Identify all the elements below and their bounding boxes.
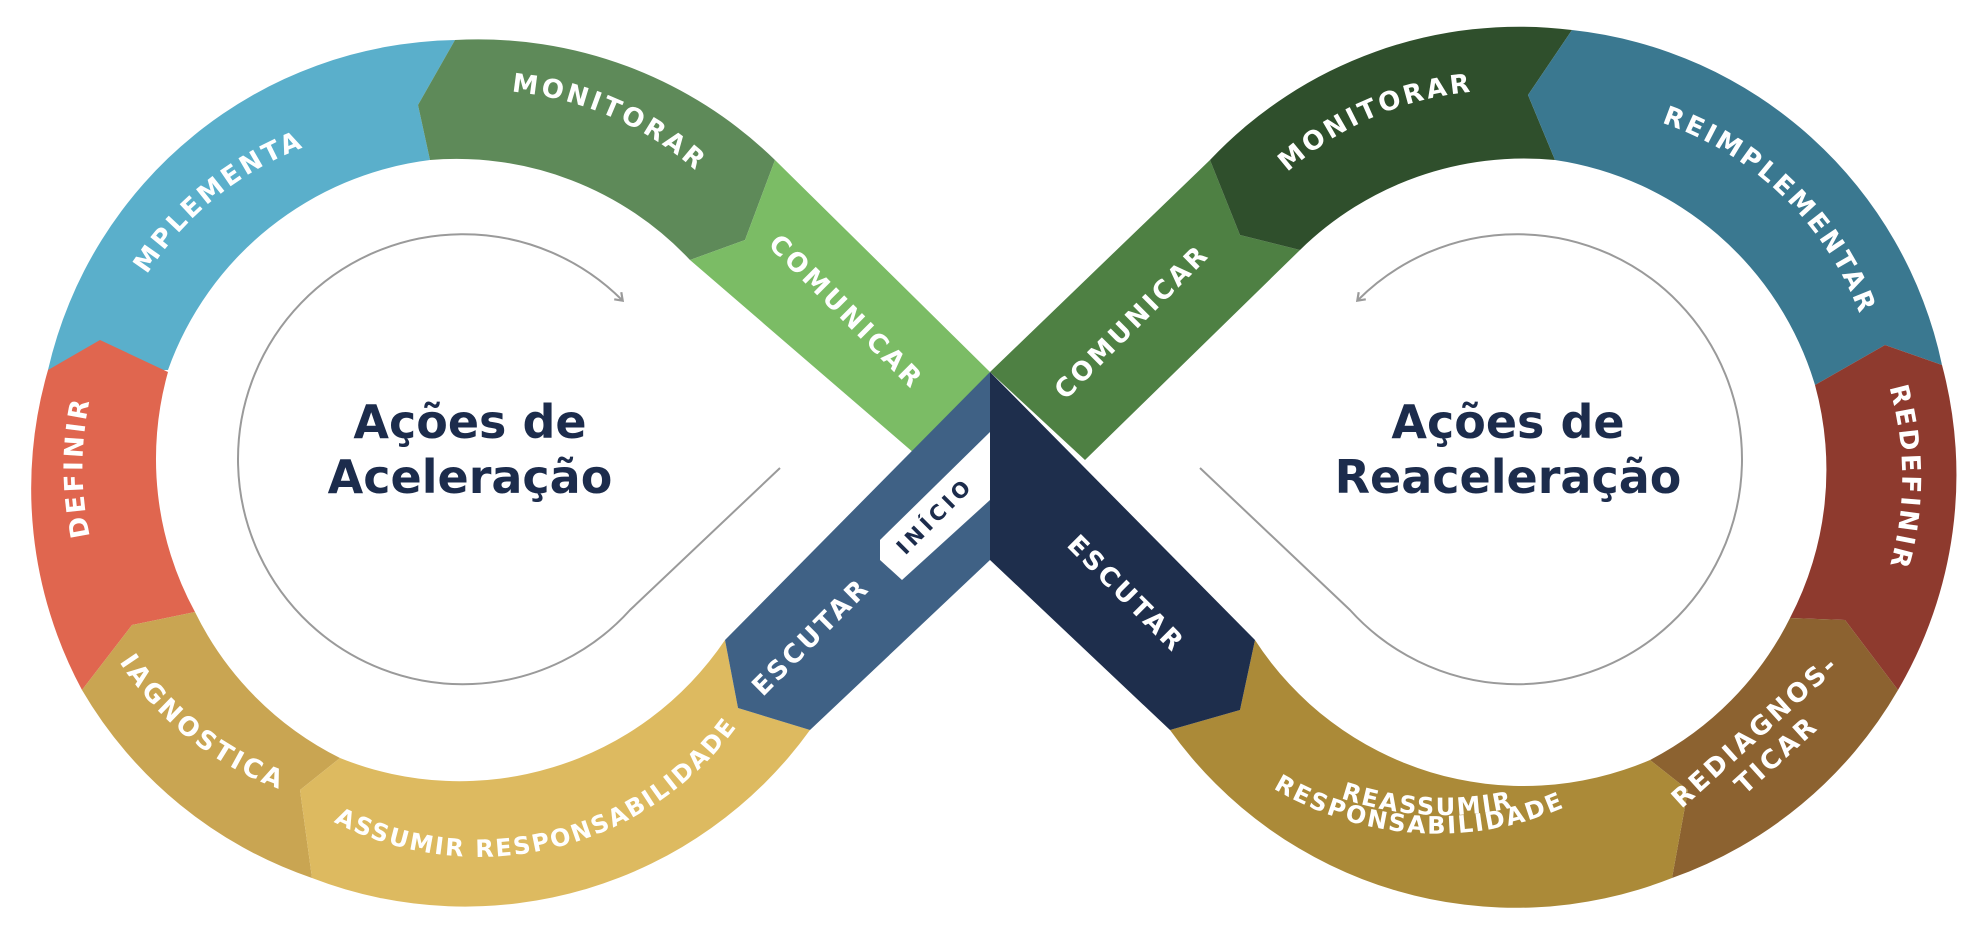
flow-arrow-left — [237, 233, 781, 686]
inicio-tag-shape — [880, 432, 990, 580]
segment-comunicar-left[interactable] — [690, 160, 990, 460]
segment-assumir[interactable] — [300, 640, 810, 907]
left-title-line1: Ações de — [353, 395, 586, 449]
segment-rediagnosticar[interactable] — [1650, 618, 1898, 878]
right-loop — [990, 26, 1957, 908]
segment-escutar-right[interactable] — [990, 372, 1255, 730]
segment-escutar-left[interactable] — [725, 372, 990, 730]
label-definir: DEFINIR — [59, 394, 96, 541]
right-title-line2: Reaceleração — [1335, 450, 1682, 504]
segment-redefinir[interactable] — [1790, 345, 1957, 690]
segment-monitorar-right[interactable] — [1210, 26, 1572, 251]
segment-reassumir[interactable] — [1170, 640, 1688, 908]
segment-definir[interactable] — [31, 340, 196, 690]
segment-monitorar-left[interactable] — [418, 39, 775, 260]
left-loop — [31, 39, 990, 907]
flow-arrow-right — [1199, 233, 1743, 686]
segment-comunicar-right[interactable] — [990, 160, 1300, 460]
right-title-line1: Ações de — [1391, 395, 1624, 449]
left-title-line2: Aceleração — [328, 450, 613, 504]
segment-diagnosticar[interactable] — [82, 612, 340, 878]
segment-reimplementar[interactable] — [1528, 30, 1942, 385]
segment-implementar[interactable] — [48, 40, 455, 370]
